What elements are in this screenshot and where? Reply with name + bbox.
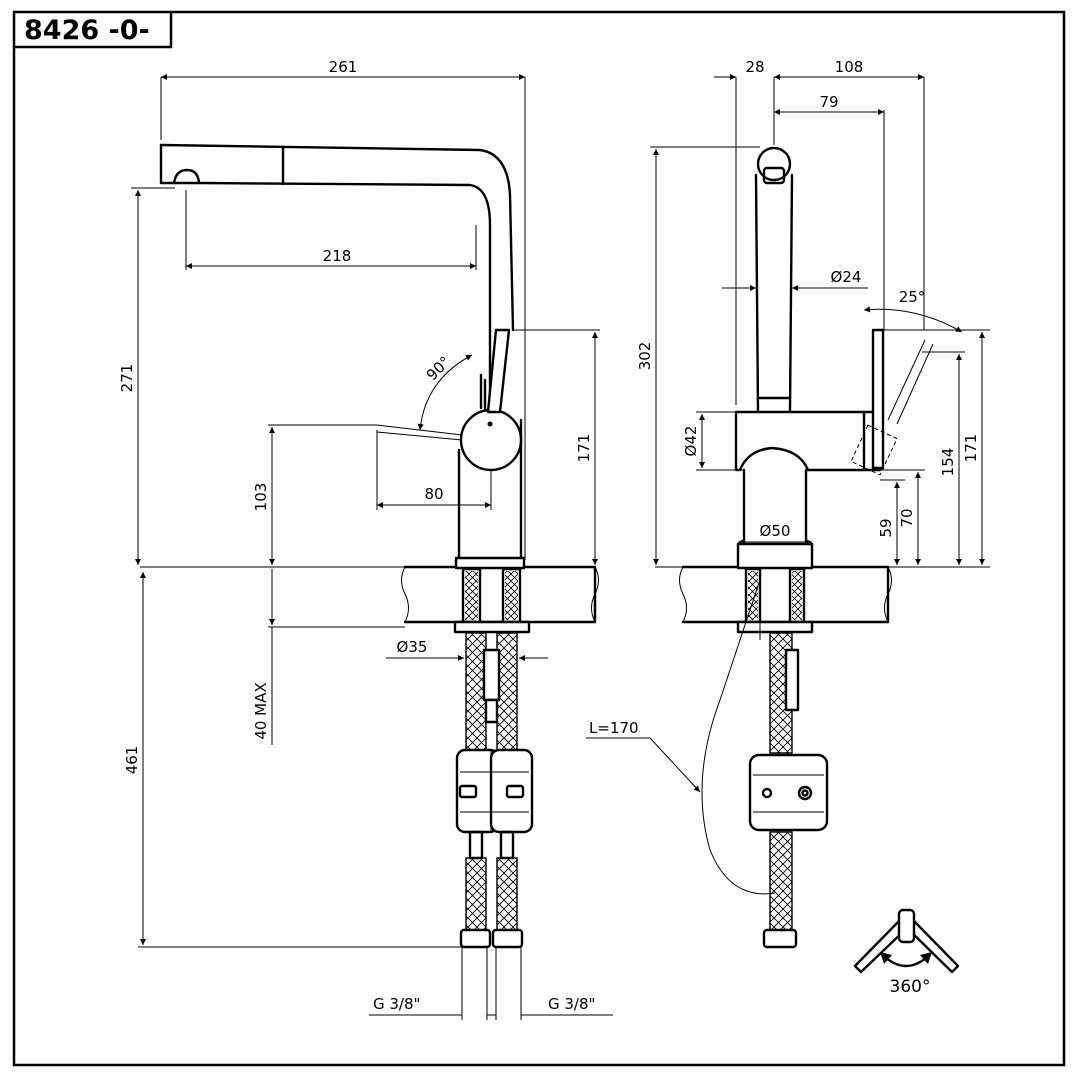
- drawing-title: 8426 -0-: [24, 15, 150, 46]
- dim-25-deg: 25°: [899, 288, 926, 306]
- side-countertop: [140, 565, 599, 624]
- dim-90-deg: 90°: [423, 353, 455, 385]
- dim-79: 79: [819, 93, 838, 111]
- dim-80: 80: [424, 485, 443, 503]
- front-hoses: [701, 567, 829, 949]
- front-faucet-body: [734, 146, 934, 570]
- thread-label-right: G 3/8": [548, 995, 595, 1013]
- dim-24-diameter: Ø24: [831, 268, 862, 286]
- side-dimensions: 261 218 271 171 80 103: [118, 58, 613, 1020]
- drawing-frame: [12, 10, 1066, 1067]
- front-dimensions: 28 108 79 302 Ø24 25° Ø42 Ø50: [586, 58, 990, 793]
- dim-171: 171: [575, 434, 593, 463]
- thread-label-left: G 3/8": [373, 995, 420, 1013]
- dim-40-max: 40 MAX: [252, 682, 270, 739]
- dim-103: 103: [252, 483, 270, 512]
- rotation-symbol: 360°: [853, 908, 960, 997]
- dim-28: 28: [745, 58, 764, 76]
- dim-59: 59: [877, 518, 895, 537]
- dim-261: 261: [329, 58, 358, 76]
- dim-154: 154: [939, 448, 957, 477]
- dim-302: 302: [636, 342, 654, 371]
- dim-218: 218: [323, 247, 352, 265]
- side-hoses: [453, 567, 534, 949]
- dim-35-diameter: Ø35: [397, 638, 428, 656]
- dim-171-front: 171: [962, 434, 980, 463]
- dim-108: 108: [835, 58, 864, 76]
- dim-50-diameter: Ø50: [760, 522, 791, 540]
- dim-461: 461: [123, 746, 141, 775]
- side-view: 261 218 271 171 80 103: [118, 58, 613, 1020]
- title-box: [14, 12, 173, 49]
- dim-70: 70: [898, 508, 916, 527]
- front-view: 28 108 79 302 Ø24 25° Ø42 Ø50: [586, 58, 990, 949]
- rotation-label: 360°: [890, 977, 931, 997]
- pullout-hose-length: L=170: [589, 719, 639, 737]
- side-faucet-body: [159, 143, 526, 570]
- dim-42-diameter: Ø42: [682, 426, 700, 457]
- dim-271: 271: [118, 364, 136, 393]
- front-countertop: [655, 565, 990, 624]
